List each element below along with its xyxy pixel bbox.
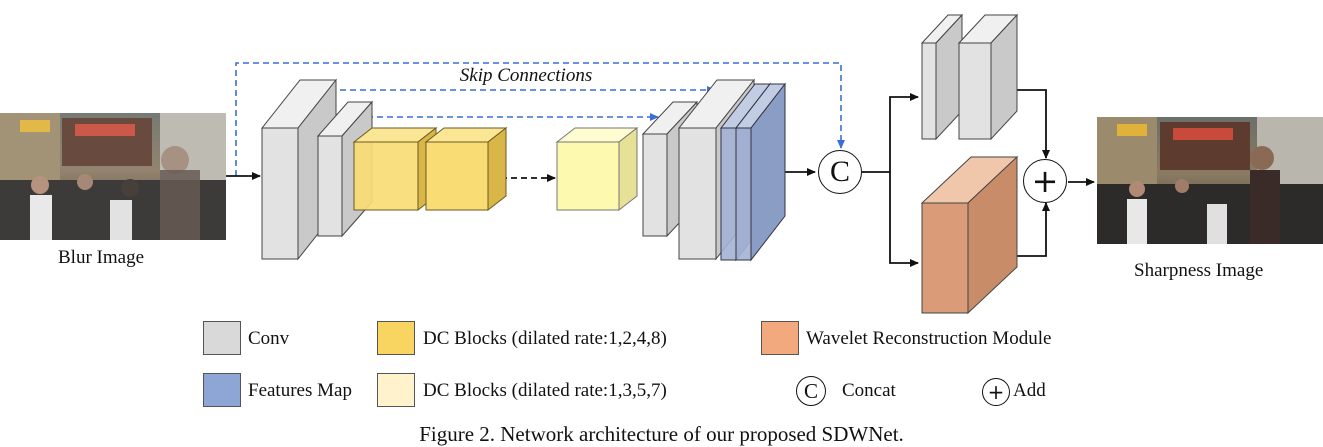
- input-image-label: Blur Image: [58, 247, 145, 268]
- legend-concat-icon: C: [796, 376, 826, 406]
- legend-swatch-conv: [203, 321, 241, 355]
- legend-swatch-wavelet: [761, 321, 799, 355]
- upper-to-add-arrow: [1017, 89, 1050, 159]
- legend-label-wavelet: Wavelet Reconstruction Module: [806, 328, 1052, 349]
- legend-swatch-dc-b: [377, 373, 415, 407]
- legend-label-conv: Conv: [248, 328, 290, 349]
- figure-caption: Figure 2. Network architecture of our pr…: [419, 422, 904, 446]
- feature-map-2: [734, 82, 787, 262]
- output-image-label: Sharpness Image: [1134, 260, 1264, 281]
- blur-image: [0, 113, 226, 240]
- skip-outer-arrow: [235, 62, 845, 176]
- legend-swatch-feature: [203, 373, 241, 407]
- add-node: +: [1023, 159, 1067, 203]
- legend-label-feature: Features Map: [248, 380, 352, 401]
- legend-label-dc-a: DC Blocks (dilated rate:1,2,4,8): [423, 328, 667, 349]
- skip-connections-label: Skip Connections: [460, 65, 592, 86]
- dc-block-a-2: [424, 126, 508, 212]
- conv-block-6: [957, 13, 1019, 141]
- wavelet-reconstruction-block: [920, 155, 1019, 315]
- split-lower-arrow: [889, 172, 919, 267]
- legend-swatch-dc-a: [377, 321, 415, 355]
- legend-label-concat: Concat: [842, 380, 896, 401]
- legend-label-add: Add: [1013, 380, 1046, 401]
- sharpness-image: [1097, 117, 1323, 244]
- concat-node: C: [818, 150, 862, 194]
- skip-middle-arrow: [334, 86, 716, 105]
- conv-block-5: [920, 13, 964, 141]
- dc-block-a-1: [352, 126, 438, 212]
- split-upper-arrow: [862, 93, 919, 173]
- concat-symbol: C: [829, 155, 850, 188]
- legend-label-dc-b: DC Blocks (dilated rate:1,3,5,7): [423, 380, 667, 401]
- legend-add-icon: +: [982, 378, 1010, 406]
- add-symbol: +: [1031, 162, 1059, 200]
- lower-to-add-arrow: [1017, 202, 1050, 257]
- dc-block-b: [555, 126, 639, 212]
